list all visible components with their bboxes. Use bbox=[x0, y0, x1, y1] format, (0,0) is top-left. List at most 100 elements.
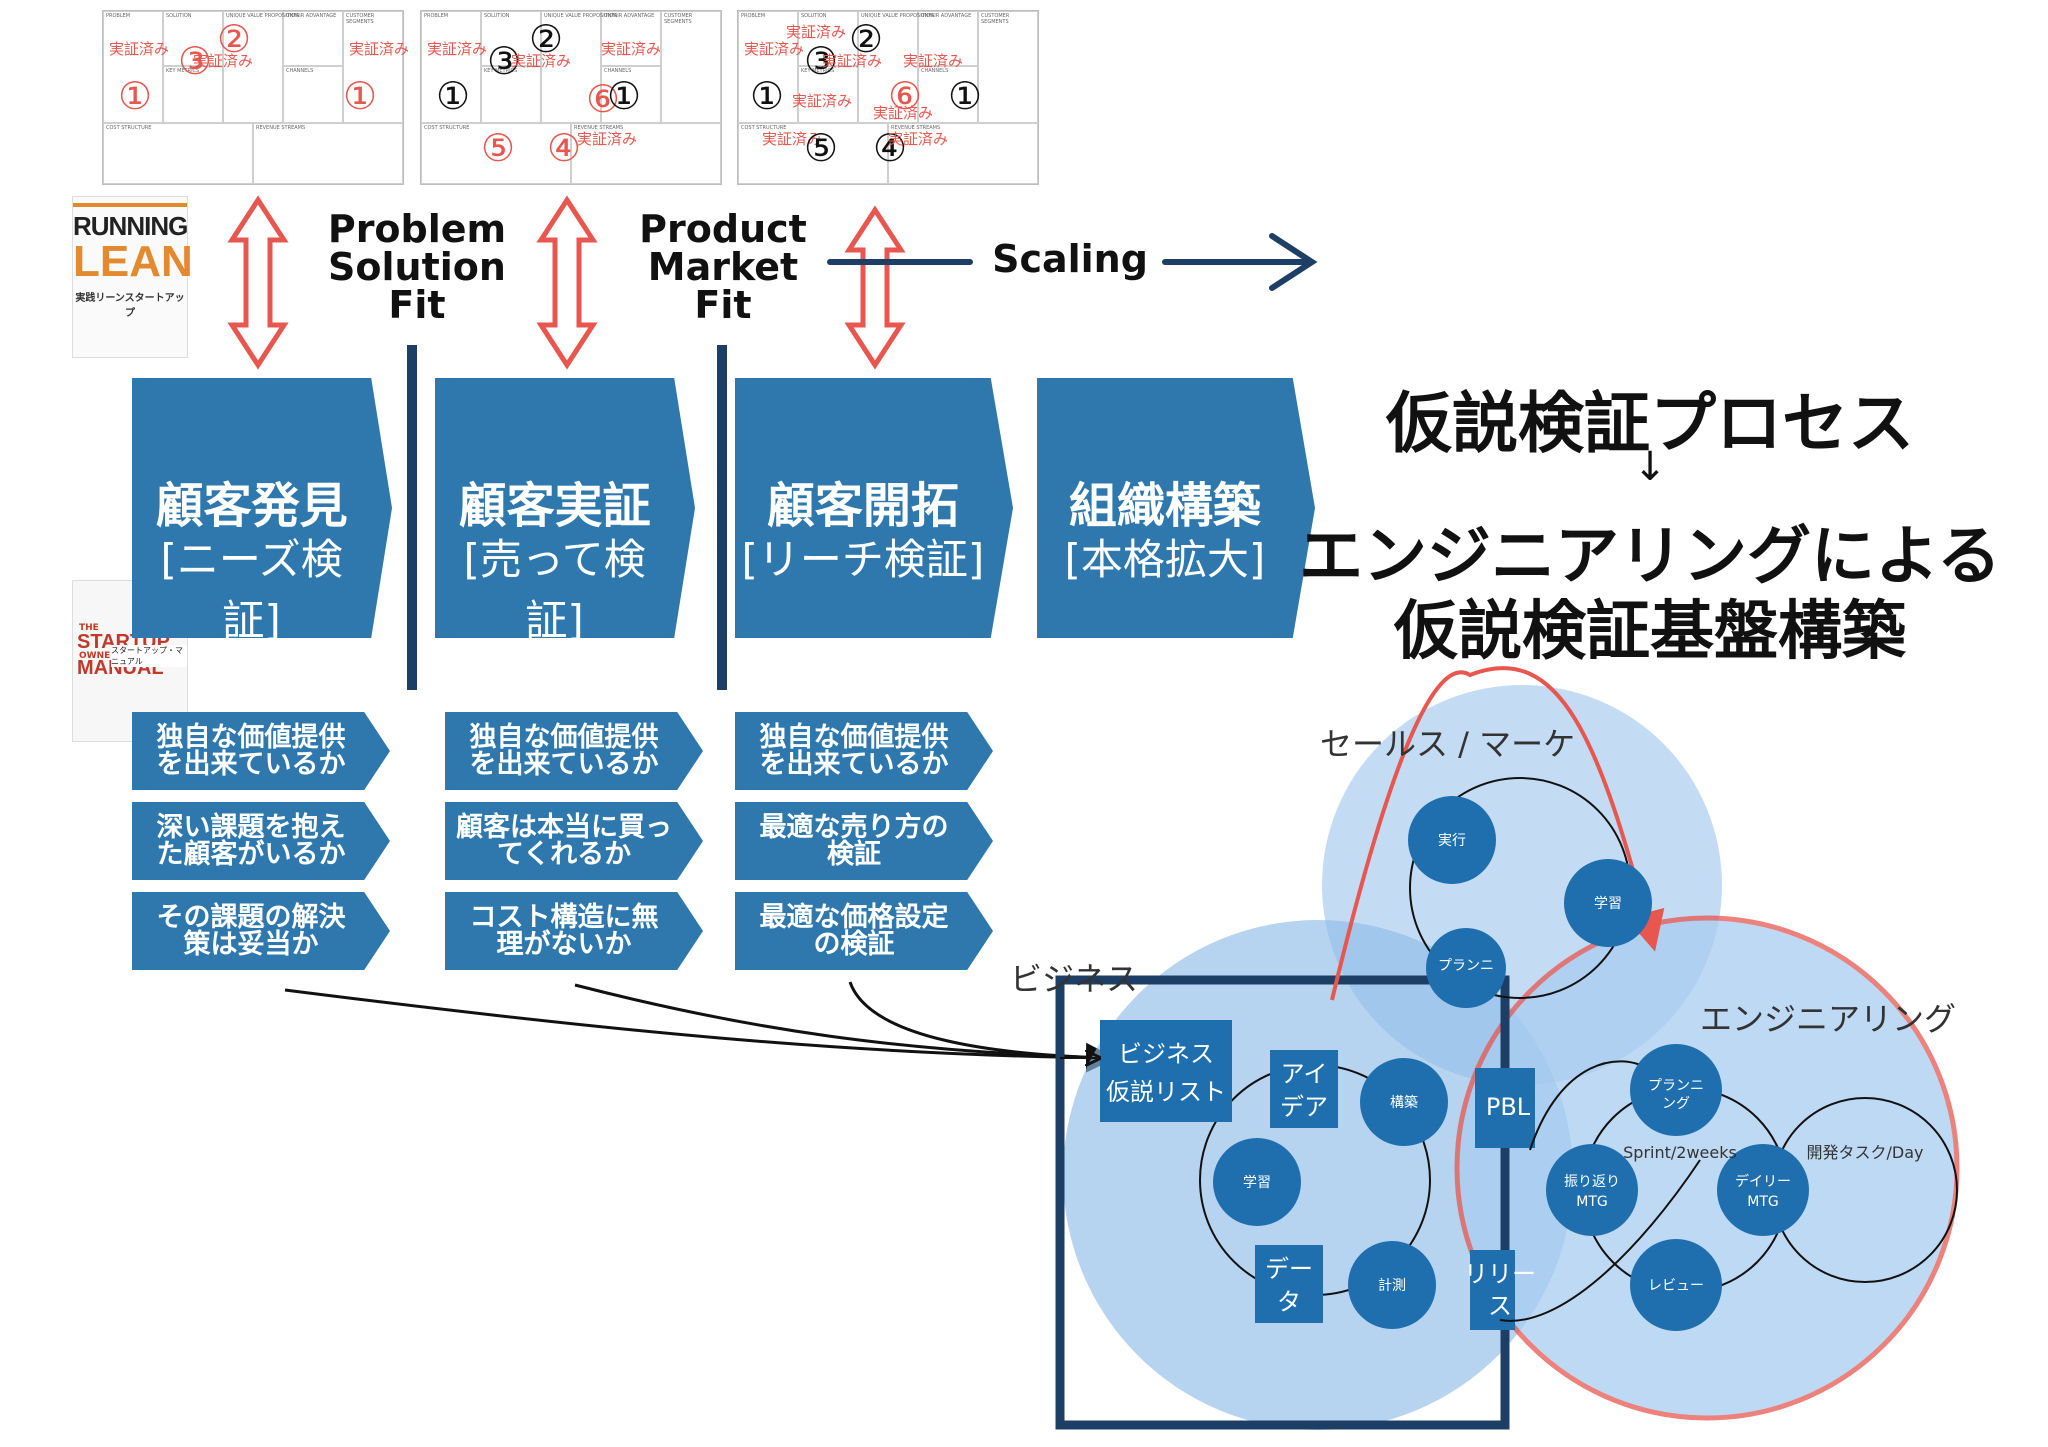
canvas-cell bbox=[103, 123, 253, 184]
flow-curve bbox=[284, 988, 1116, 1073]
canvas-cell bbox=[343, 11, 403, 124]
canvas-cell bbox=[163, 11, 223, 67]
canvas-cell bbox=[918, 11, 978, 67]
svg-text:仮説リスト: 仮説リスト bbox=[1106, 1078, 1226, 1106]
engineering-cycle-circle bbox=[1454, 915, 1960, 1421]
canvas-header: UNFAIR ADVANTAGE bbox=[604, 13, 655, 19]
canvas-cell bbox=[103, 11, 163, 124]
scaling-arrow bbox=[827, 233, 1318, 291]
svg-text:構築: 構築 bbox=[1390, 1095, 1418, 1111]
headline-line3: 仮説検証基盤構築 bbox=[1394, 595, 1906, 669]
double-arrow-1 bbox=[227, 195, 289, 370]
double-arrow-3 bbox=[844, 205, 906, 370]
sales-label: セールス / マーケ bbox=[1320, 725, 1575, 763]
canvas-mark: ⑥ bbox=[586, 77, 621, 122]
stage-customer-discovery: 顧客発見[ニーズ検証] bbox=[132, 378, 392, 638]
question-chevron: 最適な価格設定 の検証 bbox=[735, 892, 993, 970]
canvas-mark: ④ bbox=[547, 125, 582, 170]
stage-customer-creation: 顧客開拓[リーチ検証] bbox=[735, 378, 1013, 638]
canvas-cell bbox=[798, 66, 858, 124]
double-arrow-2 bbox=[536, 195, 598, 370]
question-chevron: 独自な価値提供 を出来ているか bbox=[735, 712, 993, 790]
canvas-header: REVENUE STREAMS bbox=[891, 125, 941, 132]
headline-line2: エンジニアリングによる bbox=[1298, 520, 2002, 594]
canvas-header: KEY METRICS bbox=[801, 68, 835, 75]
canvas-mark: 実証済み bbox=[109, 40, 170, 59]
svg-text:MTG: MTG bbox=[1747, 1194, 1778, 1210]
canvas-cell bbox=[283, 66, 343, 124]
canvas-header: PROBLEM bbox=[106, 13, 131, 19]
canvas-header: CUSTOMER SEGMENTS bbox=[346, 13, 375, 25]
canvas-header: CHANNELS bbox=[604, 68, 632, 75]
canvas-mark: ① bbox=[948, 73, 983, 118]
canvas-mark: 実証済み bbox=[427, 40, 488, 59]
svg-text:学習: 学習 bbox=[1594, 896, 1622, 912]
svg-text:計測: 計測 bbox=[1378, 1278, 1406, 1294]
canvas-cell bbox=[421, 11, 481, 124]
svg-text:デー: デー bbox=[1265, 1255, 1313, 1283]
svg-text:開発タスク/Day: 開発タスク/Day bbox=[1807, 1143, 1924, 1162]
svg-text:振り返り: 振り返り bbox=[1564, 1174, 1620, 1190]
svg-text:PBL: PBL bbox=[1486, 1093, 1531, 1121]
book-title-line1: RUNNING bbox=[73, 211, 188, 241]
scaling-label: Scaling bbox=[992, 237, 1148, 281]
canvas-header: COST STRUCTURE bbox=[106, 125, 152, 132]
canvas-header: SOLUTION bbox=[801, 13, 827, 19]
node-execute: 実行 bbox=[1438, 833, 1466, 849]
flow-curve bbox=[848, 981, 1111, 1060]
canvas-cell bbox=[223, 11, 283, 124]
svg-text:リリー: リリー bbox=[1464, 1260, 1536, 1288]
question-chevron: 独自な価値提供 を出来ているか bbox=[132, 712, 390, 790]
canvas-cell bbox=[253, 123, 403, 184]
canvas-header: COST STRUCTURE bbox=[424, 125, 470, 132]
canvas-header: REVENUE STREAMS bbox=[574, 125, 624, 132]
canvas-mark: ⑤ bbox=[481, 125, 516, 170]
canvas-mark: ⑤ bbox=[804, 125, 839, 170]
svg-text:Sprint/2weeks: Sprint/2weeks bbox=[1623, 1143, 1737, 1162]
canvas-mark: 実証済み bbox=[511, 52, 572, 71]
business-frame bbox=[1055, 975, 1510, 1430]
canvas-mark: 実証済み bbox=[903, 52, 964, 71]
canvas-cell bbox=[541, 11, 601, 124]
book-subtitle: 実践リーンスタートアップ bbox=[75, 293, 185, 319]
stage-company-building: 組織構築[本格拡大] bbox=[1037, 378, 1315, 638]
canvas-header: CUSTOMER SEGMENTS bbox=[981, 13, 1010, 25]
canvas-cell bbox=[283, 11, 343, 67]
canvas-cell bbox=[481, 66, 541, 124]
svg-text:アイ: アイ bbox=[1281, 1060, 1328, 1088]
canvas-header: CUSTOMER SEGMENTS bbox=[664, 13, 693, 25]
svg-text:レビュー: レビュー bbox=[1648, 1278, 1704, 1294]
canvas-header: PROBLEM bbox=[424, 13, 449, 19]
canvas-cell bbox=[601, 11, 661, 67]
canvas-cell bbox=[421, 123, 571, 184]
canvas-cell bbox=[163, 66, 223, 124]
canvas-mark: 実証済み bbox=[888, 130, 949, 149]
canvas-mark: 実証済み bbox=[822, 52, 883, 71]
canvas-header: SOLUTION bbox=[166, 13, 192, 19]
canvas-mark: 実証済み bbox=[193, 52, 254, 71]
question-chevron: 顧客は本当に買っ てくれるか bbox=[445, 802, 703, 880]
canvas-mark: 実証済み bbox=[786, 22, 847, 41]
canvas-cell bbox=[888, 123, 1038, 184]
canvas-mark: ② bbox=[849, 16, 884, 61]
svg-text:デイリー: デイリー bbox=[1735, 1173, 1791, 1190]
svg-text:タ: タ bbox=[1277, 1288, 1301, 1316]
canvas-mark: 実証済み bbox=[577, 130, 638, 149]
question-chevron: 最適な売り方の 検証 bbox=[735, 802, 993, 880]
canvas-mark: 実証済み bbox=[601, 40, 662, 59]
canvas-mark: ① bbox=[118, 73, 153, 118]
canvas-cell bbox=[918, 66, 978, 124]
canvas-mark: 実証済み bbox=[792, 92, 853, 111]
canvas-cell bbox=[481, 11, 541, 67]
canvas-header: KEY METRICS bbox=[166, 68, 200, 75]
canvas-header: SOLUTION bbox=[484, 13, 510, 19]
canvas-mark: ③ bbox=[804, 39, 839, 84]
headline-arrow: ↓ bbox=[1633, 444, 1667, 490]
canvas-mark: 実証済み bbox=[873, 104, 934, 123]
canvas-cell bbox=[571, 123, 721, 184]
book-title-line2: LEAN bbox=[73, 237, 193, 286]
